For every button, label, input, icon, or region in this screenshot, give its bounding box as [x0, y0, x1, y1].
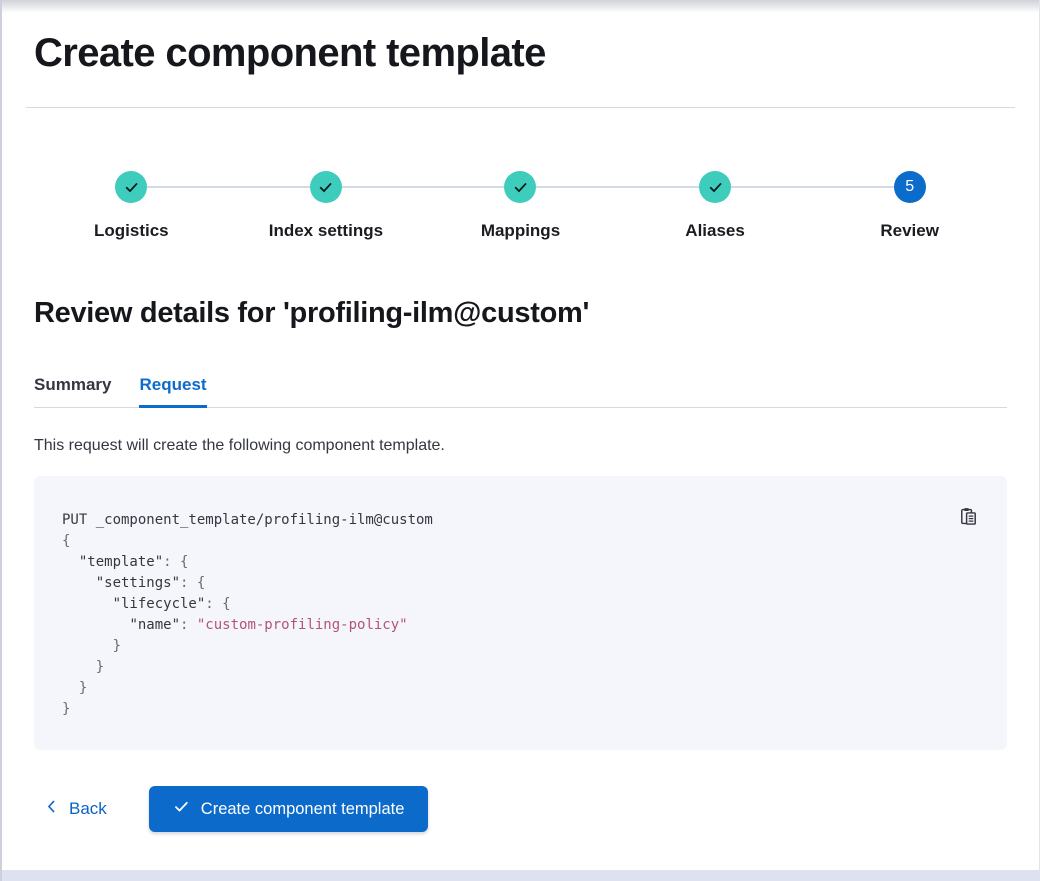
back-button-label: Back: [69, 799, 107, 818]
review-tabs: Summary Request: [34, 373, 1007, 408]
main-content: Create component template Logistics Index…: [2, 0, 1039, 832]
copy-clipboard-icon: [958, 508, 979, 530]
tab-request[interactable]: Request: [139, 373, 207, 408]
copy-to-clipboard-button[interactable]: [954, 502, 983, 531]
step-complete-check-icon: [115, 171, 148, 203]
step-label: Mappings: [480, 221, 561, 240]
step-aliases[interactable]: Aliases: [617, 171, 813, 243]
submit-button-label: Create component template: [200, 799, 405, 818]
title-divider: [26, 107, 1015, 108]
step-complete-check-icon: [309, 171, 342, 203]
step-label: Review: [880, 221, 939, 240]
step-label: Index settings: [268, 221, 384, 240]
step-label: Logistics: [93, 221, 169, 240]
step-mappings[interactable]: Mappings: [423, 171, 618, 243]
wizard-footer: Back Create component template: [34, 786, 1007, 832]
chevron-left-icon: [44, 799, 59, 819]
page-bottom-strip: [2, 870, 1039, 881]
step-label: Aliases: [685, 221, 745, 240]
create-component-template-button[interactable]: Create component template: [148, 786, 429, 832]
request-code-block: PUT _component_template/profiling-ilm@cu…: [34, 476, 1007, 750]
request-code: PUT _component_template/profiling-ilm@cu…: [62, 512, 433, 717]
back-button[interactable]: Back: [44, 799, 107, 819]
step-index-settings[interactable]: Index settings: [228, 171, 424, 243]
step-complete-check-icon: [504, 171, 537, 203]
tab-summary[interactable]: Summary: [34, 375, 112, 394]
page-title: Create component template: [34, 31, 546, 75]
step-logistics[interactable]: Logistics: [34, 171, 229, 243]
step-complete-check-icon: [699, 171, 732, 203]
review-heading: Review details for 'profiling-ilm@custom…: [34, 297, 590, 329]
check-icon: [173, 798, 190, 820]
step-current-number: 5: [893, 171, 926, 203]
request-description: This request will create the following c…: [34, 437, 445, 454]
